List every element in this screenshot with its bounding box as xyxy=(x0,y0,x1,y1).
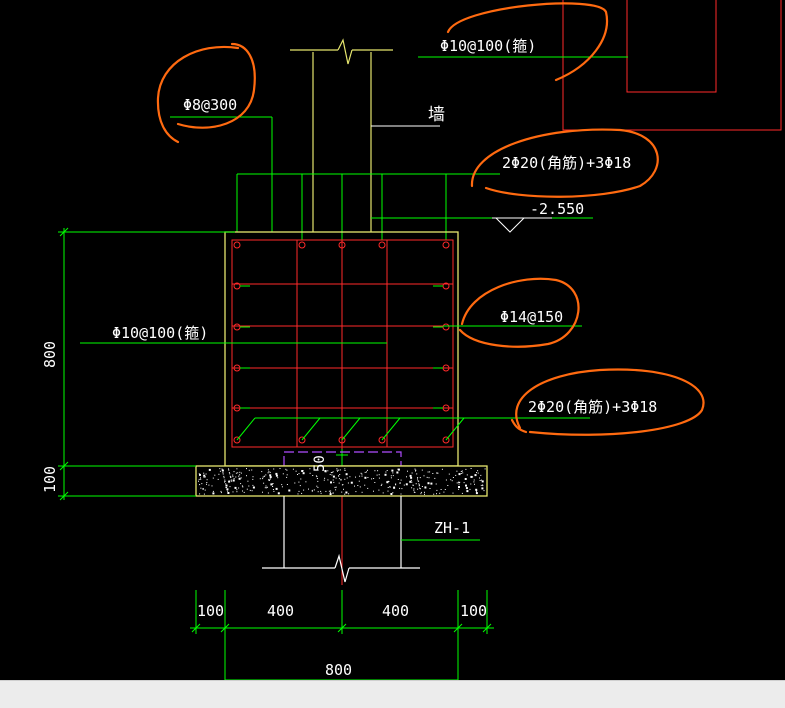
cad-drawing-canvas[interactable]: Φ10@100(箍) Φ8@300 墙 2Φ20(角筋)+3Φ18 -2.550… xyxy=(0,0,785,680)
dim-800-vertical: 800 xyxy=(41,341,59,368)
top-main-rebar-label: 2Φ20(角筋)+3Φ18 xyxy=(502,154,631,172)
elevation-label: -2.550 xyxy=(530,200,584,218)
wall-outline xyxy=(290,38,393,232)
markup-right-rebar xyxy=(458,277,580,348)
stirrup-left-label: Φ10@100(箍) xyxy=(112,324,208,342)
dim-50-label: 50 xyxy=(312,455,328,472)
side-rebar-label: Φ8@300 xyxy=(183,96,237,114)
markup-bottom-main xyxy=(510,368,705,436)
cushion-marker xyxy=(283,451,402,466)
rebar-ticks xyxy=(80,285,590,466)
top-rebar-label: Φ10@100(箍) xyxy=(440,37,536,55)
rebar-cage xyxy=(231,239,454,585)
top-right-outline xyxy=(562,0,782,131)
vertical-dimensions xyxy=(58,227,235,501)
dim-100-right: 100 xyxy=(460,602,487,620)
dim-400-left: 400 xyxy=(267,602,294,620)
wall-rebars xyxy=(170,56,628,240)
cushion-slab xyxy=(195,465,488,497)
dim-100-vertical: 100 xyxy=(41,466,59,493)
status-bar xyxy=(0,680,785,708)
pile-outline xyxy=(262,496,420,583)
markup-top-right xyxy=(446,2,609,82)
horizontal-dimensions xyxy=(190,590,494,680)
dim-800-horizontal: 800 xyxy=(325,661,352,679)
rebar-dots xyxy=(233,241,450,444)
dim-100-left: 100 xyxy=(197,602,224,620)
pile-label: ZH-1 xyxy=(434,519,470,537)
wall-label: 墙 xyxy=(428,105,445,125)
right-rebar-label: Φ14@150 xyxy=(500,308,563,326)
elevation-marker xyxy=(492,217,552,233)
markup-top-main xyxy=(470,128,659,198)
markup-side-rebar xyxy=(156,42,256,144)
cushion-speckle xyxy=(198,468,486,496)
dim-400-right: 400 xyxy=(382,602,409,620)
markup-circles xyxy=(156,2,705,436)
bottom-main-rebar-label: 2Φ20(角筋)+3Φ18 xyxy=(528,398,657,416)
